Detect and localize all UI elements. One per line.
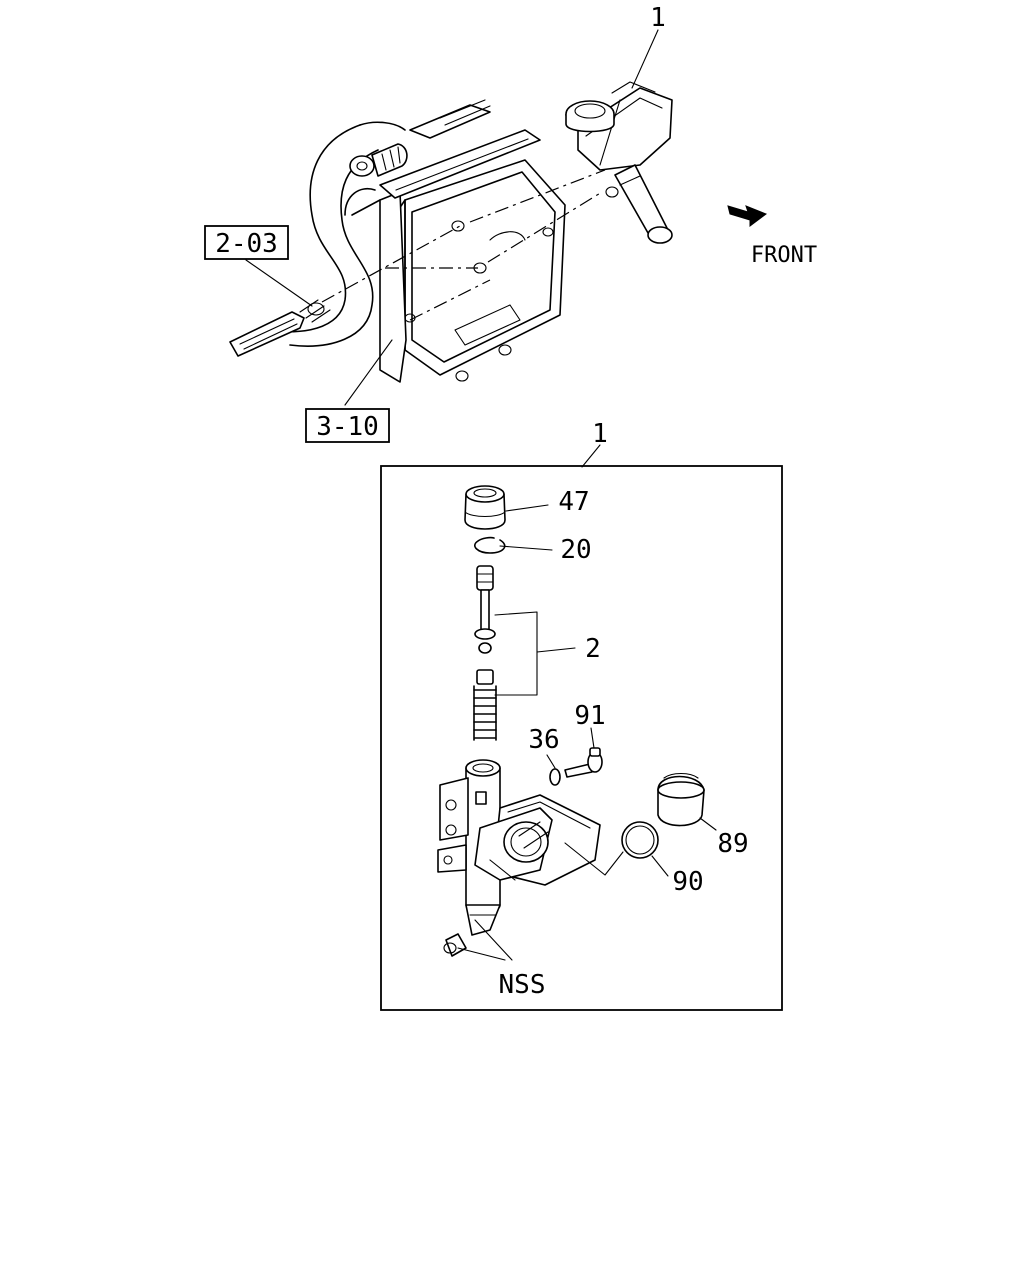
part-91-bolt — [564, 747, 603, 778]
callout-47: 47 — [558, 487, 589, 517]
callout-top-item: 1 — [650, 3, 666, 33]
front-arrow-icon — [727, 205, 768, 227]
front-label: FRONT — [751, 243, 817, 268]
ref-label-bracket: 3-10 — [316, 412, 379, 442]
ref-label-pedal: 2-03 — [215, 229, 278, 259]
callout-nss: NSS — [499, 970, 546, 1000]
part-89-cap — [657, 772, 705, 827]
exploded-view-frame — [380, 465, 783, 1011]
ref-box-pedal — [204, 225, 289, 260]
part-47-boot — [464, 485, 506, 530]
callout-20: 20 — [560, 535, 591, 565]
part-20-snap-ring — [474, 536, 506, 554]
exploded-parts — [437, 485, 717, 961]
callout-2: 2 — [585, 634, 601, 664]
callout-89: 89 — [717, 829, 748, 859]
part-90-seal — [621, 821, 659, 859]
callout-36: 36 — [528, 725, 559, 755]
callout-box-item: 1 — [592, 419, 608, 449]
callout-91: 91 — [574, 701, 605, 731]
ref-box-bracket — [305, 408, 390, 443]
part-2-piston-kit — [473, 565, 497, 741]
callout-90: 90 — [672, 867, 703, 897]
cylinder-body — [437, 759, 501, 957]
reservoir — [474, 794, 601, 886]
pedal-assembly-view — [229, 29, 768, 406]
part-36-washer — [549, 768, 561, 786]
